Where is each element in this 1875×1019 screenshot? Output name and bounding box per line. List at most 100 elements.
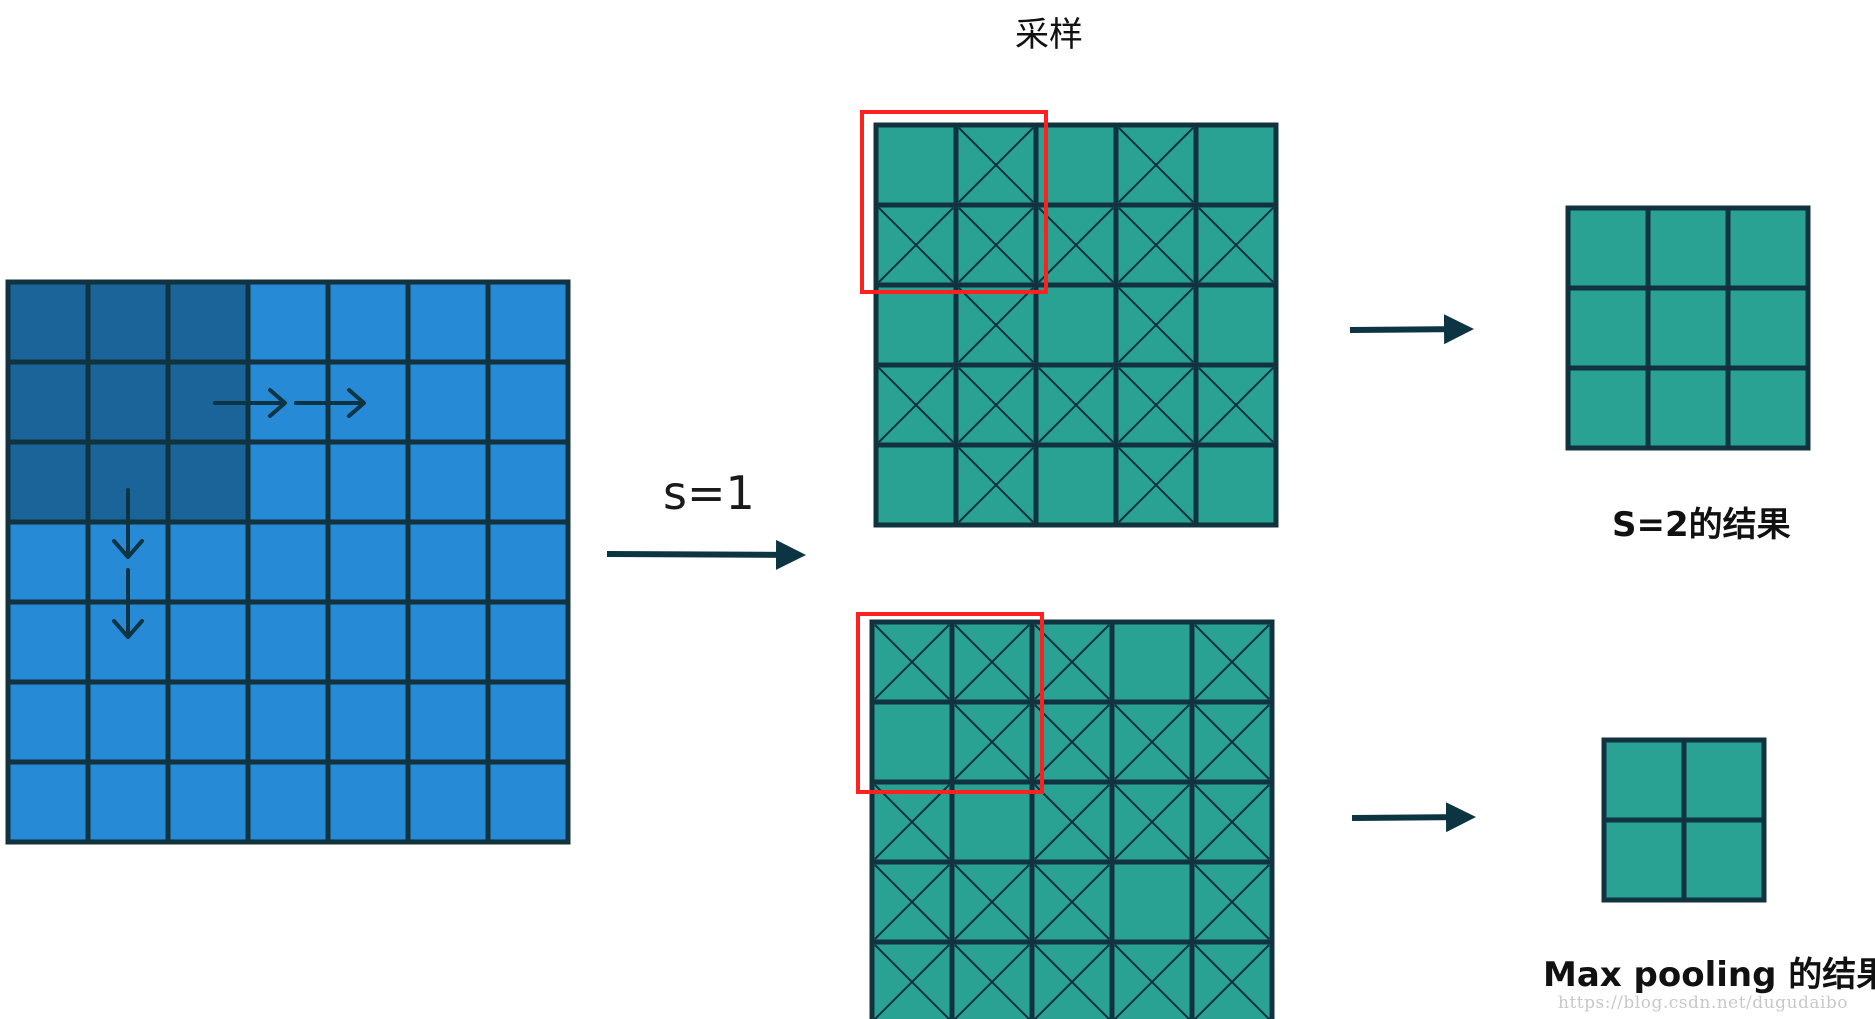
grid-cell	[485, 759, 571, 845]
grid-cell	[405, 759, 491, 845]
grid-cell	[405, 519, 491, 605]
cross-mark	[958, 447, 1034, 523]
grid-cell	[405, 599, 491, 685]
grid-cell	[485, 359, 571, 445]
sampled-grid	[873, 122, 1279, 528]
grid-cell	[1193, 282, 1279, 368]
grid-cell	[1725, 365, 1811, 451]
grid-cell	[1033, 282, 1119, 368]
grid-cell	[405, 679, 491, 765]
result-s2-label: S=2的结果	[1612, 505, 1791, 545]
cross-mark	[1034, 784, 1110, 860]
result-maxpool-label: Max pooling 的结果	[1543, 955, 1875, 995]
grid-cell	[85, 679, 171, 765]
grid-cell	[325, 519, 411, 605]
maxpool-grid	[869, 619, 1275, 1019]
cross-mark	[1118, 447, 1194, 523]
stride-arrow	[606, 539, 806, 570]
cross-mark	[1194, 704, 1270, 780]
grid-cell	[485, 519, 571, 605]
grid-cell	[485, 439, 571, 525]
stride-label: s=1	[663, 466, 755, 520]
grid-cell	[165, 759, 251, 845]
grid-cell	[1681, 737, 1767, 823]
grid-cell	[1193, 442, 1279, 528]
right-arrow-icon	[213, 388, 287, 418]
grid-cell	[1109, 619, 1195, 705]
grid-cell	[1565, 205, 1651, 291]
grid-cell	[949, 779, 1035, 865]
cross-mark	[954, 624, 1030, 700]
grid-cell	[873, 282, 959, 368]
grid-cell	[869, 699, 955, 785]
cross-mark	[1034, 944, 1110, 1019]
cross-mark	[1118, 367, 1194, 443]
grid-cell	[325, 759, 411, 845]
grid-cell	[1565, 365, 1651, 451]
grid-cell	[5, 679, 91, 765]
cross-mark	[958, 207, 1034, 283]
grid-cell	[405, 359, 491, 445]
grid-cell	[245, 439, 331, 525]
result-maxpool-arrow	[1351, 802, 1476, 833]
grid-cell	[245, 599, 331, 685]
cross-mark	[1034, 624, 1110, 700]
cross-mark	[874, 864, 950, 940]
watermark: https://blog.csdn.net/dugudaibo	[1558, 993, 1849, 1013]
cross-mark	[1038, 207, 1114, 283]
grid-cell	[245, 279, 331, 365]
grid-cell	[5, 599, 91, 685]
grid-cell	[85, 279, 171, 365]
cross-mark	[1194, 944, 1270, 1019]
grid-cell	[485, 599, 571, 685]
grid-cell	[85, 759, 171, 845]
cross-mark	[1194, 624, 1270, 700]
grid-cell	[485, 279, 571, 365]
cross-mark	[878, 207, 954, 283]
cross-mark	[1034, 864, 1110, 940]
grid-cell	[1565, 285, 1651, 371]
horizontal-slide-arrows	[213, 388, 366, 418]
grid-cell	[85, 359, 171, 445]
grid-cell	[1645, 365, 1731, 451]
grid-cell	[165, 439, 251, 525]
grid-cell	[873, 442, 959, 528]
grid-cell	[1109, 859, 1195, 945]
cross-mark	[874, 944, 950, 1019]
cross-mark	[1118, 207, 1194, 283]
grid-cell	[1725, 285, 1811, 371]
cross-mark	[1118, 127, 1194, 203]
cross-mark	[954, 864, 1030, 940]
grid-cell	[325, 279, 411, 365]
cross-mark	[1114, 704, 1190, 780]
cross-mark	[1118, 287, 1194, 363]
grid-cell	[5, 519, 91, 605]
grid-cell	[325, 599, 411, 685]
grid-cell	[325, 679, 411, 765]
highlight-box-maxpool	[856, 612, 1044, 794]
grid-cell	[485, 679, 571, 765]
cross-mark	[1114, 784, 1190, 860]
cross-mark	[1194, 864, 1270, 940]
grid-cell	[1601, 817, 1687, 903]
result-maxpool-grid	[1601, 737, 1767, 903]
grid-cell	[325, 439, 411, 525]
grid-cell	[5, 759, 91, 845]
grid-cell	[405, 279, 491, 365]
cross-mark	[1114, 944, 1190, 1019]
grid-cell	[5, 279, 91, 365]
cross-mark	[878, 367, 954, 443]
down-arrow-icon	[112, 488, 144, 559]
right-arrow-icon	[294, 388, 366, 418]
cross-mark	[1038, 367, 1114, 443]
cross-mark	[874, 624, 950, 700]
grid-cell	[165, 679, 251, 765]
cross-mark	[1034, 704, 1110, 780]
grid-cell	[165, 599, 251, 685]
cross-mark	[954, 944, 1030, 1019]
grid-cell	[1601, 737, 1687, 823]
result-s2-arrow	[1349, 314, 1474, 345]
grid-cell	[405, 439, 491, 525]
